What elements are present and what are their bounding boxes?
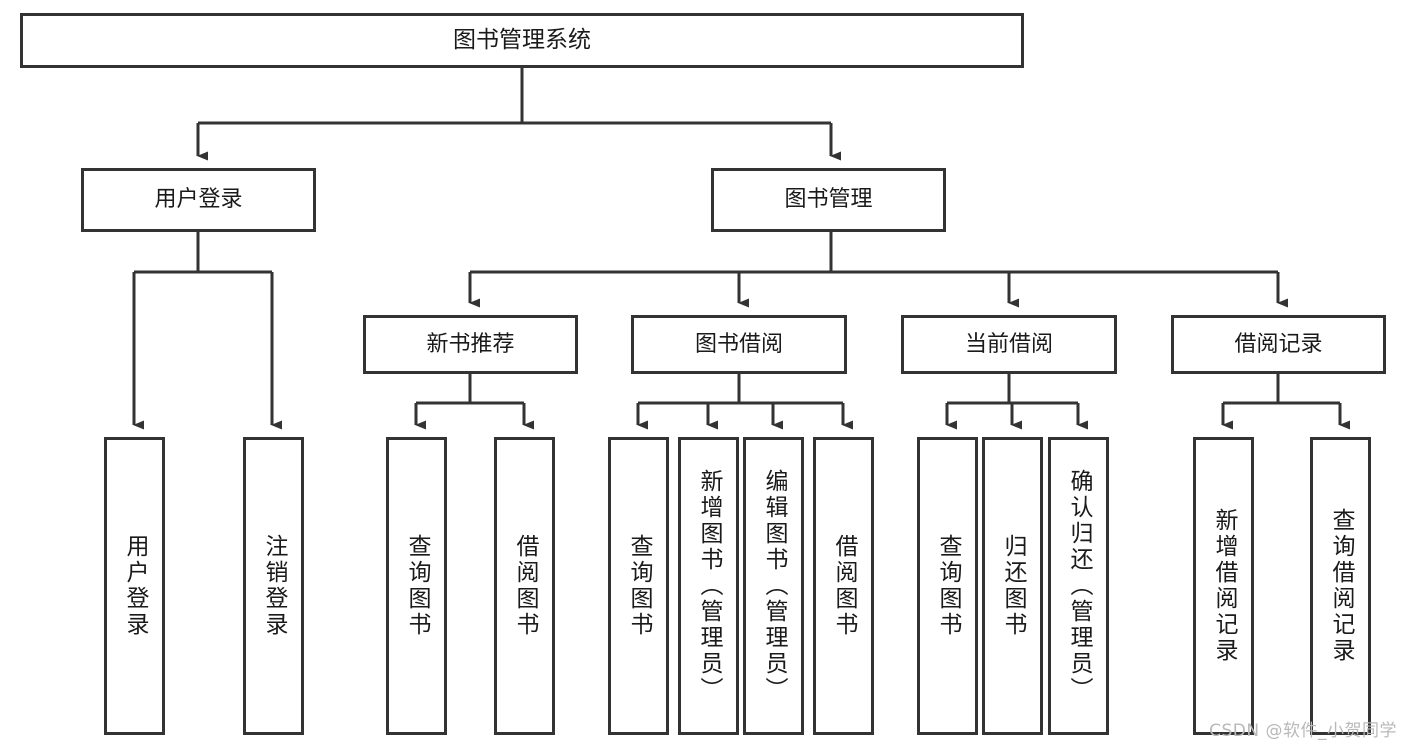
node-borrow-record[interactable]: 借阅记录 (1171, 315, 1386, 374)
node-label: 确认归还（管理员） (1066, 469, 1092, 703)
watermark-text: CSDN @软件_小贺同学 (1209, 721, 1397, 741)
node-label: 归还图书 (1000, 534, 1026, 638)
node-leaf-query-book-borrow[interactable]: 查询图书 (608, 437, 669, 735)
node-label: 借阅图书 (512, 534, 538, 638)
node-label: 用户登录 (122, 534, 148, 638)
node-label: 图书管理 (784, 187, 873, 213)
node-leaf-borrow-book-recommend[interactable]: 借阅图书 (494, 437, 555, 735)
node-leaf-query-book-recommend[interactable]: 查询图书 (386, 437, 447, 735)
edge-group-book-borrow-to-leaves (636, 374, 853, 430)
node-leaf-return-book[interactable]: 归还图书 (982, 437, 1043, 735)
edge-group-root-to-level2 (196, 68, 841, 161)
node-leaf-confirm-return[interactable]: 确认归还（管理员） (1048, 437, 1109, 735)
node-leaf-user-login[interactable]: 用户登录 (104, 437, 165, 735)
node-book-borrow[interactable]: 图书借阅 (631, 315, 847, 374)
node-leaf-add-book[interactable]: 新增图书（管理员） (678, 437, 739, 735)
node-label: 查询图书 (404, 534, 430, 638)
node-book-manage[interactable]: 图书管理 (711, 168, 946, 232)
node-user-login[interactable]: 用户登录 (81, 168, 316, 232)
node-leaf-query-book-current[interactable]: 查询图书 (917, 437, 978, 735)
node-label: 图书管理系统 (453, 26, 591, 53)
node-label: 查询借阅记录 (1328, 508, 1354, 664)
edge-group-current-borrow-to-leaves (945, 374, 1088, 430)
edge-group-user-login-to-leaves (132, 232, 282, 430)
node-label: 借阅图书 (831, 534, 857, 638)
edge-group-new-book-recommend-to-leaves (414, 374, 534, 430)
node-current-borrow[interactable]: 当前借阅 (901, 315, 1117, 374)
node-leaf-add-borrow-record[interactable]: 新增借阅记录 (1193, 437, 1254, 735)
edge-group-borrow-record-to-leaves (1221, 374, 1350, 430)
node-label: 新增图书（管理员） (696, 469, 722, 703)
node-label: 新增借阅记录 (1211, 508, 1237, 664)
node-leaf-edit-book[interactable]: 编辑图书（管理员） (743, 437, 804, 735)
node-label: 查询图书 (626, 534, 652, 638)
node-label: 当前借阅 (964, 331, 1053, 357)
edge-group-book-manage-to-level3 (468, 232, 1288, 308)
node-label: 注销登录 (261, 534, 287, 638)
node-new-book-recommend[interactable]: 新书推荐 (363, 315, 578, 374)
node-label: 用户登录 (154, 187, 243, 213)
node-leaf-query-borrow-record[interactable]: 查询借阅记录 (1310, 437, 1371, 735)
node-leaf-user-logout[interactable]: 注销登录 (243, 437, 304, 735)
node-label: 新书推荐 (426, 331, 515, 357)
node-label: 查询图书 (935, 534, 961, 638)
node-label: 借阅记录 (1234, 331, 1323, 357)
node-leaf-borrow-book[interactable]: 借阅图书 (813, 437, 874, 735)
node-label: 图书借阅 (694, 331, 783, 357)
node-root-system[interactable]: 图书管理系统 (20, 13, 1024, 68)
node-label: 编辑图书（管理员） (761, 469, 787, 703)
